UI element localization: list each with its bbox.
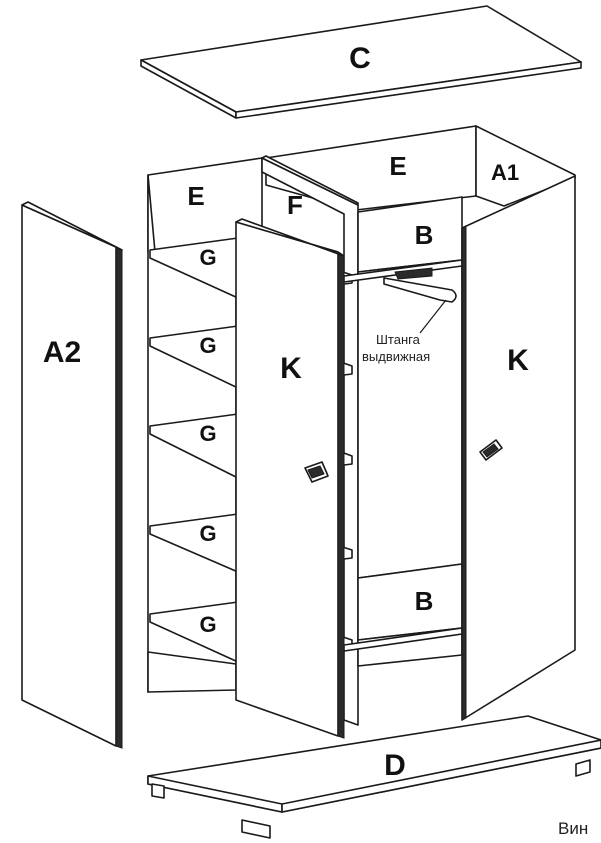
- rod-pointer-line: [419, 299, 447, 334]
- label-c: C: [349, 42, 371, 75]
- label-a1: A1: [491, 160, 519, 185]
- right-door-k: K: [461, 175, 576, 721]
- label-b-lower: B: [415, 586, 434, 616]
- left-door-k: K: [235, 218, 345, 739]
- label-g-4: G: [199, 521, 216, 546]
- footer-text: Вин: [558, 819, 588, 838]
- label-g-2: G: [199, 333, 216, 358]
- label-d: D: [384, 749, 406, 782]
- label-k-right: K: [507, 344, 529, 377]
- carcass-back: [147, 125, 576, 726]
- label-e-left: E: [187, 181, 204, 211]
- door-handle-icon: [479, 439, 503, 461]
- label-e-right: E: [389, 151, 406, 181]
- rod-note-line2: выдвижная: [362, 349, 430, 364]
- label-g-3: G: [199, 421, 216, 446]
- base-panel-d: D: [147, 715, 601, 839]
- label-g-5: G: [199, 612, 216, 637]
- label-k-left: K: [280, 352, 302, 385]
- top-panel-c: C: [140, 5, 582, 119]
- door-handle-icon: [304, 461, 329, 483]
- rod-note-line1: Штанга: [376, 332, 421, 347]
- sliding-rod: [383, 267, 457, 303]
- label-b-upper: B: [415, 220, 434, 250]
- label-g-1: G: [199, 245, 216, 270]
- label-f: F: [287, 190, 303, 220]
- left-side-panel-a2: A2: [21, 201, 123, 749]
- label-a2: A2: [43, 336, 81, 369]
